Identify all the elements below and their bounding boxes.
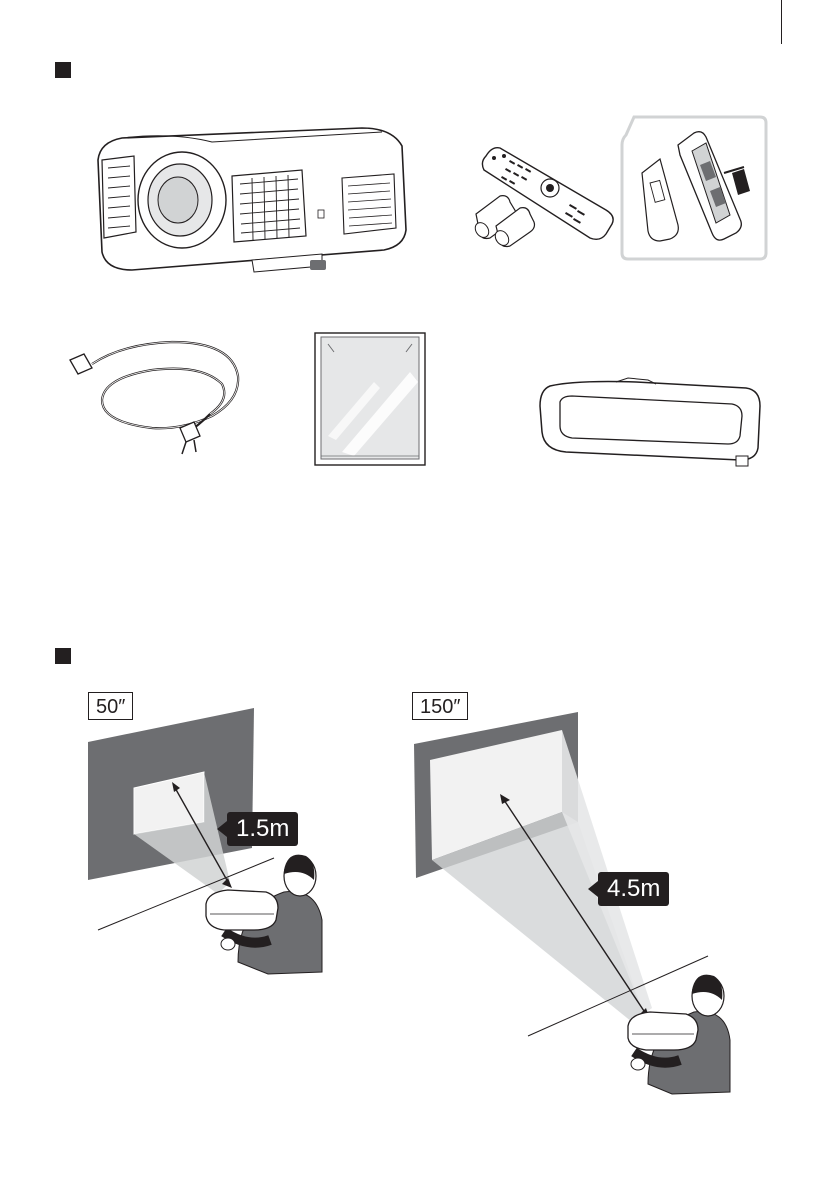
small-projector-icon <box>206 890 278 930</box>
remote-control-icon <box>470 142 620 252</box>
fold-mark <box>781 0 782 44</box>
power-cord-icon <box>62 330 247 460</box>
projection-example-150 <box>412 712 772 1096</box>
section-marker-placement <box>55 648 71 664</box>
cable-cover-icon <box>536 376 764 472</box>
distance-label-4-5m: 4.5m <box>598 872 669 906</box>
section-marker-contents <box>55 62 71 78</box>
projection-example-50 <box>88 708 360 978</box>
battery-insertion-icon <box>620 115 770 261</box>
document-sleeve-icon <box>314 332 426 466</box>
distance-label-1-5m: 1.5m <box>227 812 298 846</box>
projector-icon <box>92 120 412 280</box>
small-projector-icon <box>628 1012 698 1050</box>
